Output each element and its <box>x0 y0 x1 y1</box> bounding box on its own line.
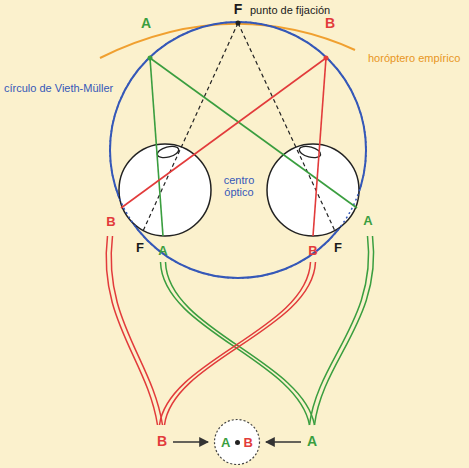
retina-letter: A <box>363 214 372 228</box>
right-eye <box>267 144 359 236</box>
point-caption: punto de fijación <box>250 4 330 16</box>
center-dot <box>235 440 240 445</box>
pointer-arrow <box>266 441 301 442</box>
node-letter: B <box>244 435 253 450</box>
fibre <box>310 236 369 425</box>
pointer-arrow <box>173 441 208 442</box>
node-content: AB <box>213 418 261 466</box>
point-letter: B <box>325 16 335 31</box>
fibre <box>315 236 374 425</box>
ray-b <box>121 58 326 208</box>
cortex-circle: AB <box>213 418 261 466</box>
ray-a <box>150 58 357 208</box>
point-letter: F <box>234 2 243 17</box>
curve-label: círculo de Vieth-Müller <box>4 82 113 94</box>
point-b <box>324 56 329 61</box>
fibre <box>166 262 315 425</box>
fixation-line <box>143 23 238 231</box>
left-eye <box>119 144 211 236</box>
pathway-letter: B <box>157 434 167 449</box>
point-letter: A <box>141 16 151 31</box>
horopter-arc <box>100 24 355 58</box>
retina-letter: B <box>106 215 115 229</box>
retina-letter: F <box>334 241 342 255</box>
ray-a <box>150 58 163 236</box>
node-letter: A <box>221 435 230 450</box>
retina-letter: B <box>308 244 317 258</box>
fibre <box>165 262 316 425</box>
nerve-fibres <box>106 236 373 425</box>
pathway-letter: A <box>307 434 317 449</box>
ray-b <box>313 58 326 236</box>
retina-letter: A <box>158 244 167 258</box>
curve-label: horóptero empírico <box>368 52 460 64</box>
fibre <box>160 262 311 425</box>
point-a <box>148 56 153 61</box>
vieth-muller-circle <box>110 22 366 278</box>
fixation-point <box>236 21 241 26</box>
center-label: centro óptico <box>216 174 262 198</box>
retina-letter: F <box>136 241 144 255</box>
fibre <box>111 236 162 425</box>
circle-shape <box>215 420 260 465</box>
vieth-muller-dotted <box>110 22 366 278</box>
fibre <box>106 236 157 425</box>
